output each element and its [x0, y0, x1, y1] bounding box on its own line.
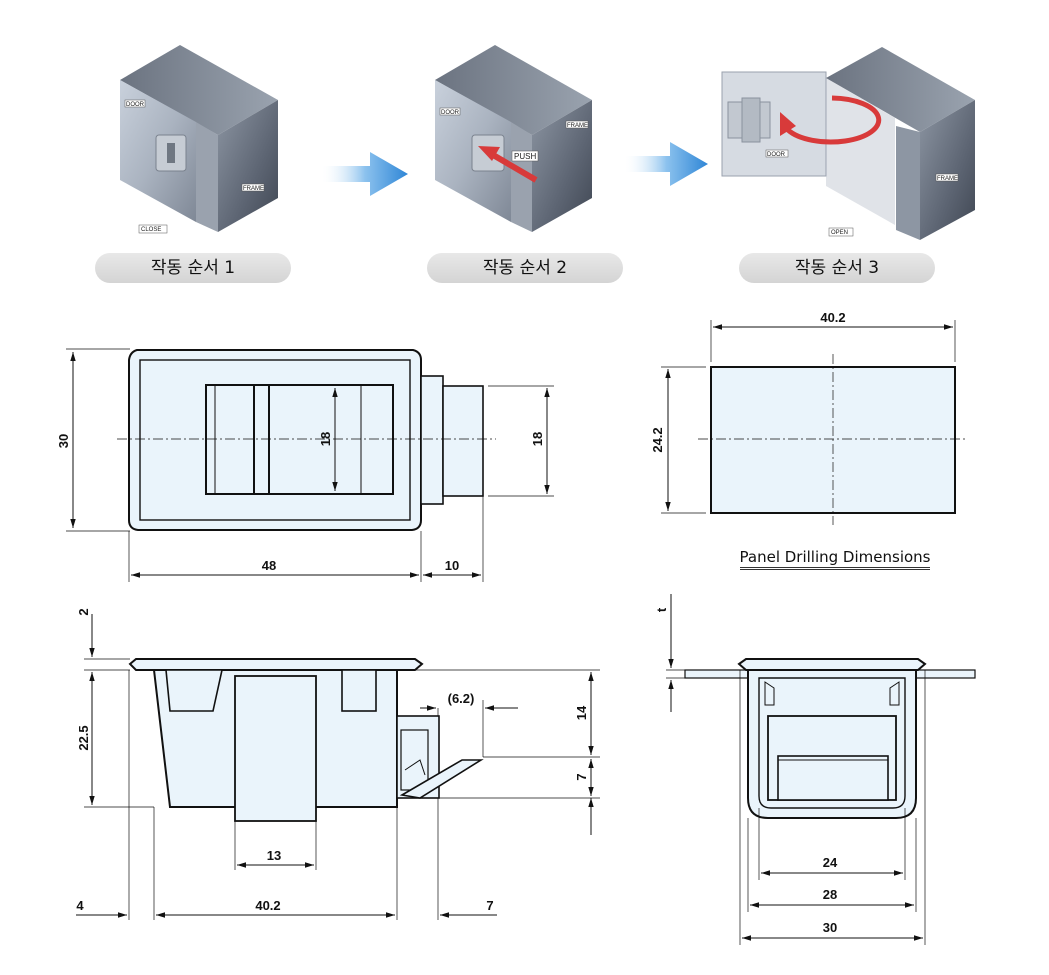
rotation-arrow-icon: [780, 112, 796, 136]
step3-caption: 작동 순서 3: [739, 253, 935, 283]
open-label: OPEN: [831, 230, 848, 236]
step1-caption: 작동 순서 1: [95, 253, 291, 283]
step2-illustration: DOOR FRAME PUSH: [435, 45, 592, 232]
dim-front-width: 48: [262, 558, 276, 573]
side-hook: [399, 759, 484, 799]
next-step-arrow-icon: [322, 152, 408, 196]
latch-slot: [167, 143, 175, 163]
dim-left: 4: [76, 898, 84, 913]
panel-cutout: [661, 320, 968, 525]
side-view: [76, 614, 600, 920]
open-tag: [828, 227, 854, 237]
push-arrow-icon: [478, 146, 500, 161]
panel-drilling-caption: Panel Drilling Dimensions: [700, 548, 970, 570]
frame-side: [218, 100, 278, 232]
dim-front-inner-height: 18: [318, 432, 333, 446]
end-flange: [737, 658, 927, 671]
box-top: [826, 47, 975, 132]
dim-front-nose-height: 18: [530, 432, 545, 446]
close-label: CLOSE: [141, 227, 161, 233]
dim-offset: (6.2): [448, 691, 475, 706]
push-label: PUSH: [514, 152, 536, 161]
frame-post: [896, 126, 920, 240]
side-flange: [128, 658, 424, 671]
door-tag: [124, 99, 146, 108]
button-ridge: [253, 384, 270, 495]
step3-illustration: DOOR FRAME OPEN: [721, 47, 975, 240]
end-view: [666, 594, 976, 945]
box-top: [120, 45, 278, 135]
close-tag: [138, 224, 168, 234]
push-button-window: [205, 384, 394, 495]
frame-tag: [241, 183, 265, 192]
panel-drilling-caption-text: Panel Drilling Dimensions: [739, 548, 931, 570]
dim-right: 7: [486, 898, 493, 913]
next-step-arrow-icon: [625, 142, 708, 186]
dim-body-length: 40.2: [255, 898, 280, 913]
dim-front-height: 30: [56, 434, 71, 448]
latch-button-icon: [741, 97, 761, 143]
frame-label: FRAME: [937, 176, 958, 182]
front-view: [66, 348, 554, 582]
door-label: DOOR: [767, 152, 786, 158]
nose-body: [442, 385, 484, 497]
frame-side: [920, 100, 975, 240]
door-label: DOOR: [441, 110, 460, 116]
frame-edge: [196, 122, 218, 232]
dim-front-nose-length: 10: [445, 558, 459, 573]
frame-tag: [935, 173, 959, 182]
nose-step: [420, 375, 444, 505]
frame-label: FRAME: [567, 123, 588, 129]
dim-end-middle: 28: [823, 887, 837, 902]
dim-end-inner: 24: [823, 855, 838, 870]
frame-tag: [565, 120, 589, 129]
step2-caption: 작동 순서 2: [427, 253, 623, 283]
step1-illustration: DOOR FRAME CLOSE: [120, 45, 278, 234]
push-tag: [511, 150, 539, 162]
dim-upper: 14: [574, 705, 589, 720]
box-top: [435, 45, 592, 135]
door-tag: [765, 149, 789, 158]
dim-end-outer: 30: [823, 920, 837, 935]
dim-panel-thickness: t: [654, 607, 669, 612]
dim-flange-thickness: 2: [76, 608, 91, 615]
dim-button-width: 13: [267, 848, 281, 863]
push-arrow-shaft: [486, 149, 538, 183]
dim-cutout-height: 24.2: [650, 427, 665, 452]
side-button: [234, 675, 317, 822]
frame-edge: [511, 122, 532, 232]
rotation-arrow-arc: [786, 95, 882, 145]
dim-body-depth: 22.5: [76, 725, 91, 750]
frame-side: [532, 100, 592, 232]
dim-cutout-width: 40.2: [820, 310, 845, 325]
frame-label: FRAME: [243, 186, 264, 192]
door-tag: [439, 107, 461, 116]
door-label: DOOR: [126, 102, 145, 108]
dim-lower: 7: [574, 773, 589, 780]
